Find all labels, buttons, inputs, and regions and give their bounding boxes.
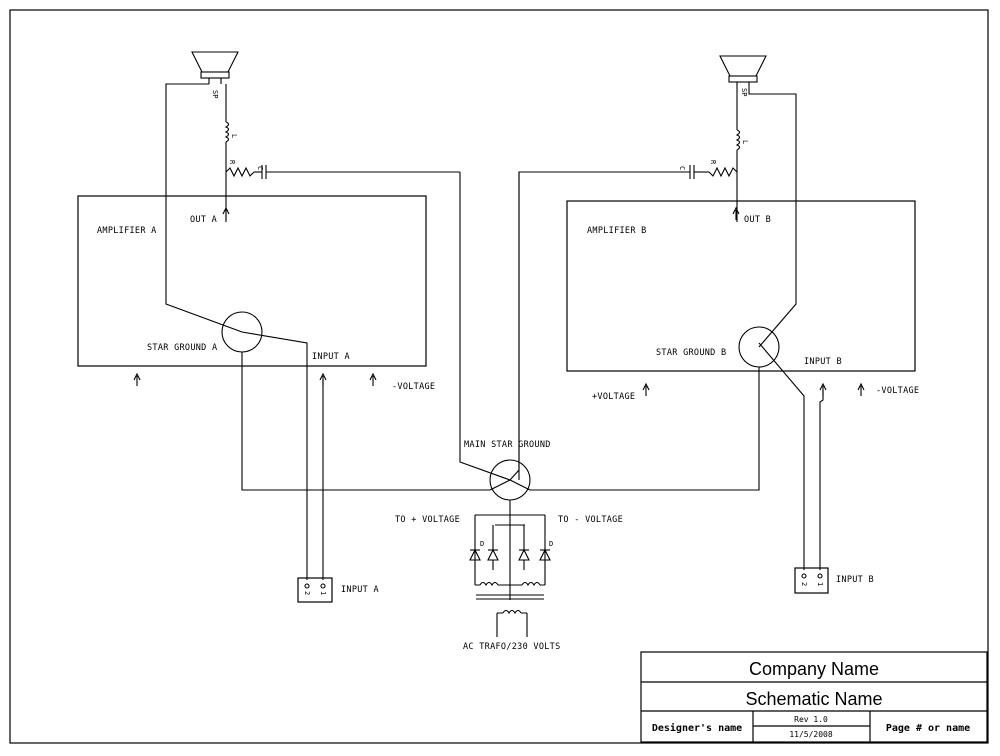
capacitor-a-icon — [261, 165, 460, 179]
amplifier-a-box — [77, 195, 427, 367]
resistor-a-label: R — [228, 160, 236, 165]
amplifier-a-neg-voltage: -VOLTAGE — [392, 382, 435, 392]
amplifier-b-pos-voltage: +VOLTAGE — [592, 392, 635, 402]
designer-name: Designer's name — [652, 722, 742, 734]
diode-4-label: D — [549, 540, 553, 548]
capacitor-b-label: C — [678, 166, 686, 170]
resistor-b-icon — [694, 166, 738, 178]
revision: Rev 1.0 — [794, 715, 828, 724]
input-b-connector — [794, 567, 829, 594]
star-a-to-main-wire — [241, 352, 490, 491]
inductor-b-label: L — [741, 140, 749, 144]
amp-a-neg-voltage-arrow — [369, 372, 377, 386]
amplifier-b: AMPLIFIER B OUT B STAR GROUND B INPUT B … — [518, 55, 919, 594]
amplifier-b-title: AMPLIFIER B — [587, 226, 647, 236]
diode-1-icon — [469, 548, 481, 561]
star-ground-b-label: STAR GROUND B — [656, 348, 726, 358]
date: 11/5/2008 — [789, 730, 833, 739]
amplifier-a-input-label: INPUT A — [312, 352, 350, 362]
input-b-pin1: 1 — [816, 582, 824, 586]
diode-4-icon — [539, 548, 551, 561]
input-b-ground-wire — [758, 342, 805, 570]
transformer-icon — [475, 581, 545, 637]
diode-1-label: D — [480, 540, 484, 548]
star-ground-a-label: STAR GROUND A — [147, 343, 217, 353]
amplifier-b-input-label: INPUT B — [804, 357, 842, 367]
speaker-a-return-wire — [165, 83, 243, 333]
amplifier-a: AMPLIFIER A OUT A STAR GROUND A INPUT A … — [77, 51, 490, 603]
amplifier-b-out-label: OUT B — [744, 215, 771, 225]
capacitor-b-icon — [518, 165, 695, 480]
amplifier-a-title: AMPLIFIER A — [97, 226, 157, 236]
speaker-a-icon — [191, 51, 239, 84]
out-b-arrow — [732, 206, 740, 220]
trafo-label: AC TRAFO/230 VOLTS — [463, 642, 561, 652]
star-b-to-main-wire — [530, 367, 760, 491]
diode-3-icon — [518, 525, 530, 570]
input-a-ground-wire — [241, 331, 308, 580]
input-a-connector-label: INPUT A — [341, 585, 379, 595]
to-neg-voltage-label: TO - VOLTAGE — [558, 515, 623, 525]
speaker-b-label: SP — [740, 88, 748, 96]
title-block: Company Name Schematic Name Designer's n… — [640, 651, 988, 743]
main-star-ground-label: MAIN STAR GROUND — [464, 440, 551, 450]
amp-b-pos-voltage-arrow — [642, 382, 650, 396]
inductor-a-label: L — [230, 134, 238, 138]
speaker-b-return-wire — [748, 88, 797, 348]
input-a-pin1: 1 — [319, 591, 327, 595]
speaker-a-label: SP — [211, 90, 219, 98]
input-a-connector — [297, 577, 333, 603]
power-section: MAIN STAR GROUND TO + VOLTAGE TO - VOLTA… — [395, 172, 623, 652]
inductor-b-icon — [735, 88, 741, 172]
amplifier-b-neg-voltage: -VOLTAGE — [876, 386, 919, 396]
to-pos-voltage-label: TO + VOLTAGE — [395, 515, 460, 525]
input-b-signal-wire — [819, 390, 824, 570]
amp-a-pos-voltage-arrow — [133, 372, 141, 386]
resistor-a-icon — [225, 166, 262, 178]
amp-b-neg-voltage-arrow — [857, 382, 865, 396]
input-b-connector-label: INPUT B — [836, 575, 874, 585]
schematic-name: Schematic Name — [745, 689, 882, 709]
inductor-a-icon — [224, 84, 230, 166]
diode-2-icon — [487, 525, 499, 570]
speaker-b-icon — [719, 55, 767, 88]
sheet-border — [9, 9, 989, 744]
cap-a-to-main-wire — [459, 172, 511, 481]
amplifier-a-out-label: OUT A — [190, 215, 217, 225]
capacitor-a-label: C — [256, 166, 264, 170]
input-a-pin2: 2 — [303, 591, 311, 595]
resistor-b-label: R — [709, 160, 717, 165]
amplifier-b-box — [566, 200, 916, 372]
input-b-pin2: 2 — [800, 582, 808, 586]
company-name: Company Name — [749, 659, 879, 679]
page-name: Page # or name — [886, 723, 970, 734]
